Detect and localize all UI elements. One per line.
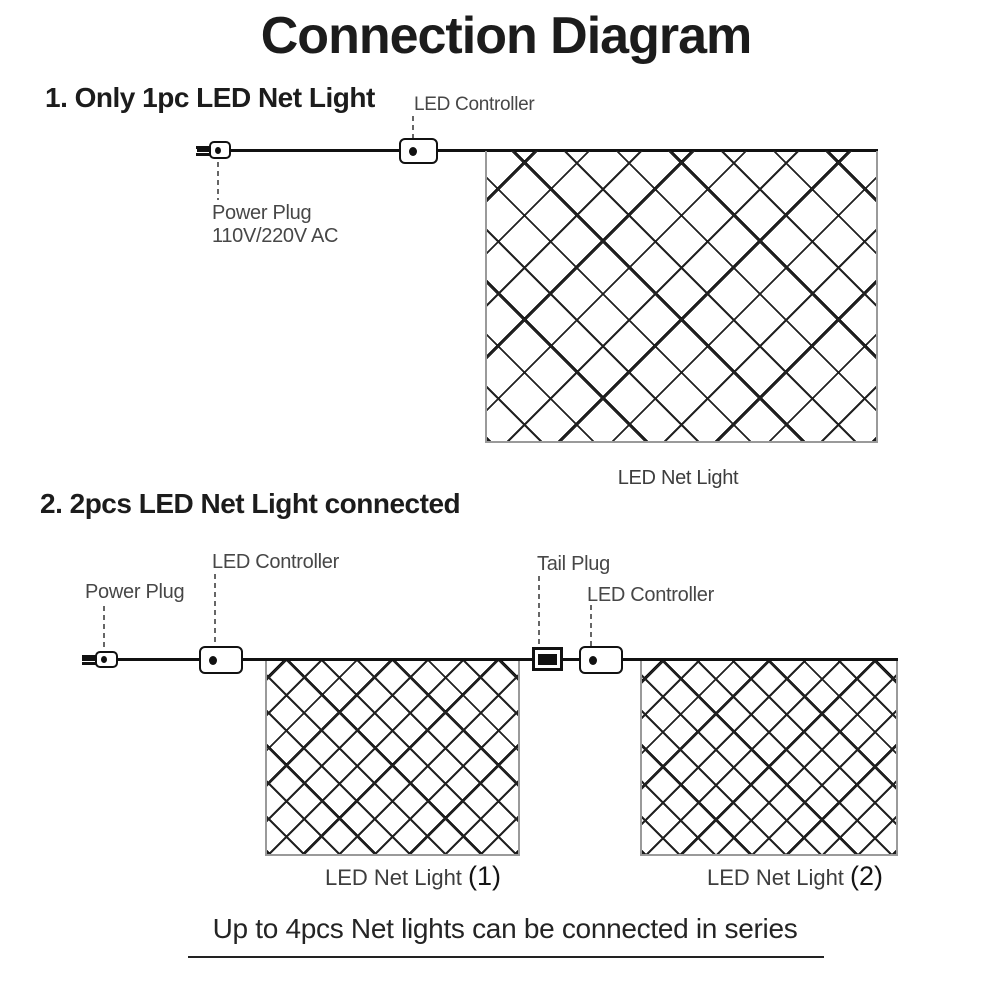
s1-wire [197, 149, 878, 152]
s2-controller2-leader [590, 605, 592, 647]
s2-net2-label: LED Net Light (2) [707, 861, 883, 892]
s2-net-2 [640, 661, 898, 856]
s2-tail-plug-label: Tail Plug [537, 553, 610, 575]
power-plug-voltage-line2: 110V/220V AC [212, 225, 339, 247]
net2-label-text: LED Net Light [706, 865, 851, 890]
s1-plug-leader [217, 162, 219, 200]
s2-tail-plug-leader [538, 576, 540, 646]
controller-button-dot [409, 146, 417, 156]
s2-tail-plug-icon [532, 647, 563, 671]
s2-power-plug-icon [95, 651, 118, 668]
net1-label-number: (1) [468, 861, 502, 891]
s1-net-label: LED Net Light [617, 467, 739, 489]
controller-button-dot [209, 655, 217, 665]
s1-net [485, 151, 878, 443]
s2-plug-prong-bottom [82, 662, 96, 665]
s2-led-controller1-icon [199, 646, 243, 674]
plug-pin-dot [101, 656, 107, 663]
s2-led-controller2-icon [579, 646, 623, 674]
s2-net1-label: LED Net Light (1) [325, 861, 501, 892]
s2-controller1-label: LED Controller [212, 551, 339, 573]
section2-heading: 2. 2pcs LED Net Light connected [40, 488, 461, 519]
footer-note: Up to 4pcs Net lights can be connected i… [212, 913, 798, 944]
power-plug-label-line1: Power Plug [212, 202, 312, 224]
net2-label-number: (2) [850, 861, 884, 891]
tail-plug-block [538, 653, 557, 665]
s1-controller-label: LED Controller [414, 94, 535, 115]
s2-controller1-leader [214, 574, 216, 646]
plug-pin-dot [215, 146, 221, 154]
s1-power-plug-label: Power Plug 110V/220V AC [212, 202, 338, 248]
s1-controller-leader [412, 116, 414, 140]
s1-plug-prong-bottom [196, 153, 211, 156]
controller-button-dot [589, 655, 597, 665]
s2-plug-leader [103, 606, 105, 650]
page-title: Connection Diagram [260, 7, 752, 65]
section1-heading: 1. Only 1pc LED Net Light [45, 82, 375, 113]
s1-led-controller-icon [399, 138, 438, 164]
s2-wire [82, 658, 898, 661]
s1-plug-prong-top [196, 146, 211, 149]
s2-power-plug-label: Power Plug [85, 581, 185, 603]
s2-plug-prong-top [82, 655, 96, 658]
footer-underline [188, 956, 824, 958]
s2-controller2-label: LED Controller [587, 584, 714, 606]
s1-power-plug-icon [209, 141, 231, 159]
net1-label-text: LED Net Light [324, 865, 469, 890]
s2-net-1 [265, 661, 520, 856]
